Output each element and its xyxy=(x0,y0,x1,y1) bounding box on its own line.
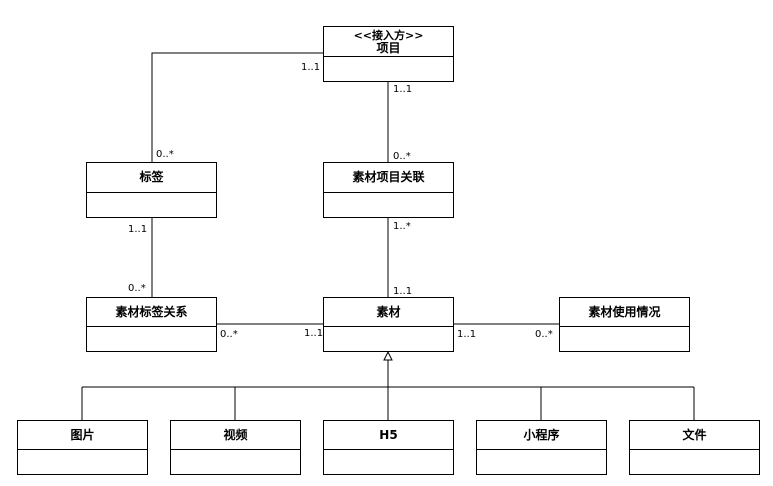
class-material-name: 素材 xyxy=(376,304,401,319)
mult-matproj-material-end: 1..* xyxy=(393,221,411,232)
class-material-project[interactable]: 素材项目关联 xyxy=(323,162,454,218)
class-material-usage[interactable]: 素材使用情况 xyxy=(559,297,690,352)
class-image[interactable]: 图片 xyxy=(17,420,148,475)
mult-matproj-project-end: 0..* xyxy=(393,151,411,162)
class-file-name: 文件 xyxy=(682,427,707,442)
mult-tag-mattag-end: 1..1 xyxy=(128,224,148,235)
class-material-tag[interactable]: 素材标签关系 xyxy=(86,297,217,352)
class-tag-name: 标签 xyxy=(139,170,164,184)
mult-tag-project-end: 0..* xyxy=(156,149,174,160)
class-file[interactable]: 文件 xyxy=(629,420,760,475)
class-material[interactable]: 素材 xyxy=(323,297,454,352)
class-tag[interactable]: 标签 xyxy=(86,162,217,218)
mult-material-matproj-end: 1..1 xyxy=(393,286,413,297)
class-material-tag-name: 素材标签关系 xyxy=(115,304,188,319)
class-image-name: 图片 xyxy=(70,427,95,442)
mult-material-usage-end: 1..1 xyxy=(457,329,477,340)
class-project[interactable]: <<接入方>> 项目 xyxy=(323,26,454,82)
class-material-usage-name: 素材使用情况 xyxy=(588,304,661,319)
mult-usage-material-end: 0..* xyxy=(535,329,553,340)
mult-project-tag-end: 1..1 xyxy=(301,62,321,73)
mult-mattag-tag-end: 0..* xyxy=(128,283,146,294)
class-h5-name: H5 xyxy=(379,427,398,442)
mult-project-matproj-end: 1..1 xyxy=(393,84,413,95)
class-miniprogram[interactable]: 小程序 xyxy=(476,420,607,475)
generalization-arrowhead xyxy=(383,350,393,361)
class-video-name: 视频 xyxy=(223,427,248,442)
mult-mattag-material-end: 0..* xyxy=(220,329,238,340)
class-video[interactable]: 视频 xyxy=(170,420,301,475)
class-h5[interactable]: H5 xyxy=(323,420,454,475)
association-project-tag xyxy=(151,52,323,162)
class-project-stereotype: <<接入方>> xyxy=(353,28,424,42)
class-miniprogram-name: 小程序 xyxy=(523,427,560,442)
mult-material-mattag-end: 1..1 xyxy=(304,328,324,339)
class-material-project-name: 素材项目关联 xyxy=(352,170,425,184)
class-project-name: 项目 xyxy=(376,40,401,55)
